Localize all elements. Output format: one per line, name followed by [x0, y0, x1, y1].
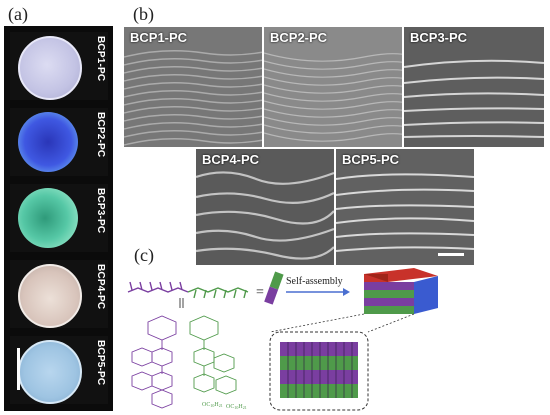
sem-label-bcp1: BCP1-PC: [130, 30, 188, 45]
sample-tile-5: BCP5-PC: [10, 336, 108, 404]
sample-label-2: BCP2-PC: [95, 112, 106, 158]
sem-label-bcp5: BCP5-PC: [342, 152, 400, 167]
zoom-box: [269, 331, 369, 411]
sample-dish-1: [18, 36, 82, 100]
sem-image-bcp5: BCP5-PC: [336, 149, 474, 265]
sem-label-bcp4: BCP4-PC: [202, 152, 260, 167]
sem-texture-bcp1: [124, 50, 262, 146]
alkoxy-label-2: OC10H21: [226, 404, 247, 410]
lamellar-stack-icon: [364, 268, 438, 314]
rod-icon: [264, 271, 284, 305]
sem-scale-bar: [438, 253, 464, 256]
sem-image-bcp3: BCP3-PC: [404, 27, 544, 147]
sample-photo-strip: BCP1-PC BCP2-PC BCP3-PC BCP4-PC BCP5-PC: [4, 26, 113, 411]
panel-b-label: (b): [133, 4, 154, 24]
sem-label-bcp3: BCP3-PC: [410, 30, 468, 45]
sample-label-5: BCP5-PC: [95, 340, 106, 386]
sem-label-bcp2: BCP2-PC: [270, 30, 328, 45]
equals-sign: =: [256, 285, 264, 300]
sem-texture-bcp5: [336, 173, 474, 256]
sem-texture-bcp4: [196, 171, 334, 260]
sample-tile-4: BCP4-PC: [10, 260, 108, 328]
chemical-structure-icon: [131, 298, 237, 409]
panel-a-label: (a): [8, 4, 28, 24]
rod-array-icon: [280, 342, 358, 398]
sample-label-4: BCP4-PC: [95, 264, 106, 310]
sem-image-bcp2: BCP2-PC: [264, 27, 402, 147]
alkoxy-label-1: OC10H21: [202, 402, 223, 408]
sem-image-bcp4: BCP4-PC: [196, 149, 334, 265]
sample-dish-3: [18, 188, 78, 248]
sem-texture-bcp2: [264, 52, 402, 142]
sample-dish-4: [18, 264, 82, 328]
polymer-chain-icon: [127, 281, 249, 299]
sample-tile-1: BCP1-PC: [10, 32, 108, 100]
sem-texture-bcp3: [404, 59, 544, 138]
photo-scale-bar: [17, 348, 20, 390]
arrow-head-icon: [343, 288, 350, 296]
sample-tile-3: BCP3-PC: [10, 184, 108, 252]
self-assembly-schematic: = Self-assembly: [127, 268, 438, 411]
sample-label-1: BCP1-PC: [95, 36, 106, 82]
sample-label-3: BCP3-PC: [95, 188, 106, 234]
panel-c-label: (c): [134, 245, 154, 265]
sem-image-bcp1: BCP1-PC: [124, 27, 262, 147]
sample-tile-2: BCP2-PC: [10, 108, 108, 176]
sample-dish-2: [18, 112, 78, 172]
self-assembly-text: Self-assembly: [286, 276, 343, 287]
sample-dish-5: [18, 340, 82, 404]
